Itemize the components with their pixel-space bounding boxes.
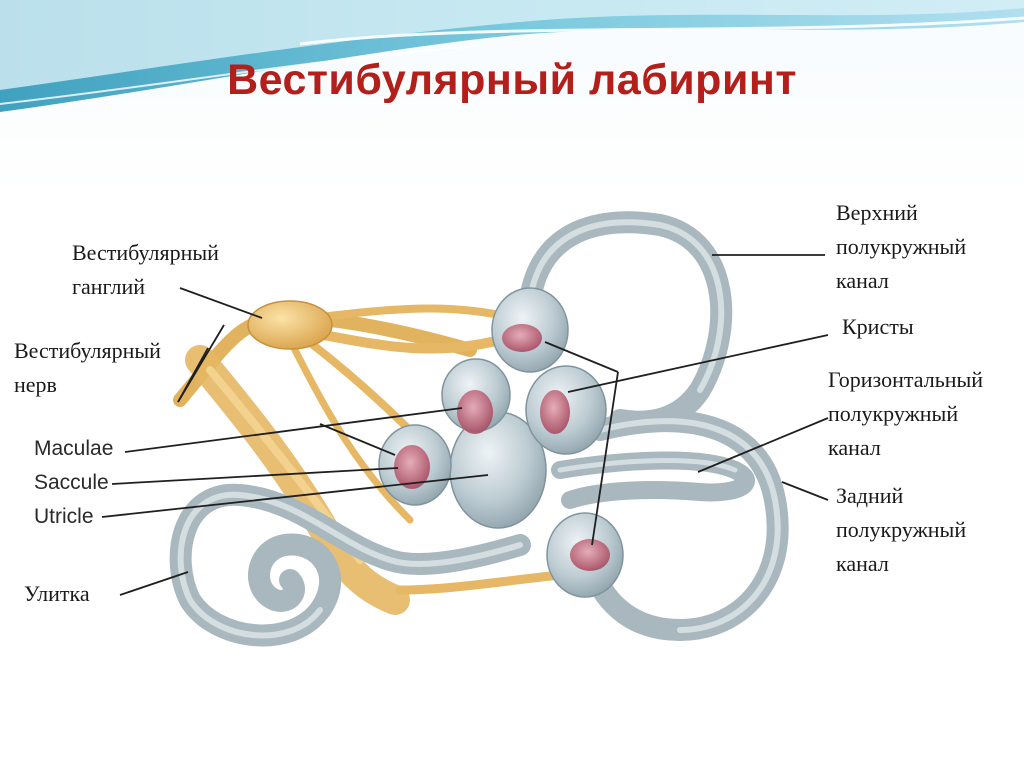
cochlea-drawing [169,483,531,647]
label-saccule: Saccule [34,471,109,494]
crista-superior-drawing [502,324,542,352]
label-utricle: Utricle [34,505,94,528]
label-superior-canal: Верхний полукружный канал [836,200,967,293]
crista-horizontal-drawing [540,390,570,434]
vestibular-nerve-drawing [173,304,565,615]
label-horizontal-canal: Горизонтальный полукружный канал [828,367,984,460]
label-vestibular-ganglion: Вестибулярный ганглий [72,240,219,299]
label-cristae: Кристы [842,314,914,339]
slide-title: Вестибулярный лабиринт [227,56,797,104]
leader-lines [101,254,829,596]
vestibular-ganglion-drawing [247,300,333,350]
label-vestibular-nerve: Вестибулярный нерв [14,338,161,397]
macula-saccule-drawing [394,445,430,489]
label-cochlea: Улитка [24,581,90,606]
macula-utricle-drawing [457,390,493,434]
label-maculae: Maculae [34,437,114,460]
label-posterior-canal: Задний полукружный канал [836,483,967,576]
crista-posterior-drawing [570,539,610,571]
